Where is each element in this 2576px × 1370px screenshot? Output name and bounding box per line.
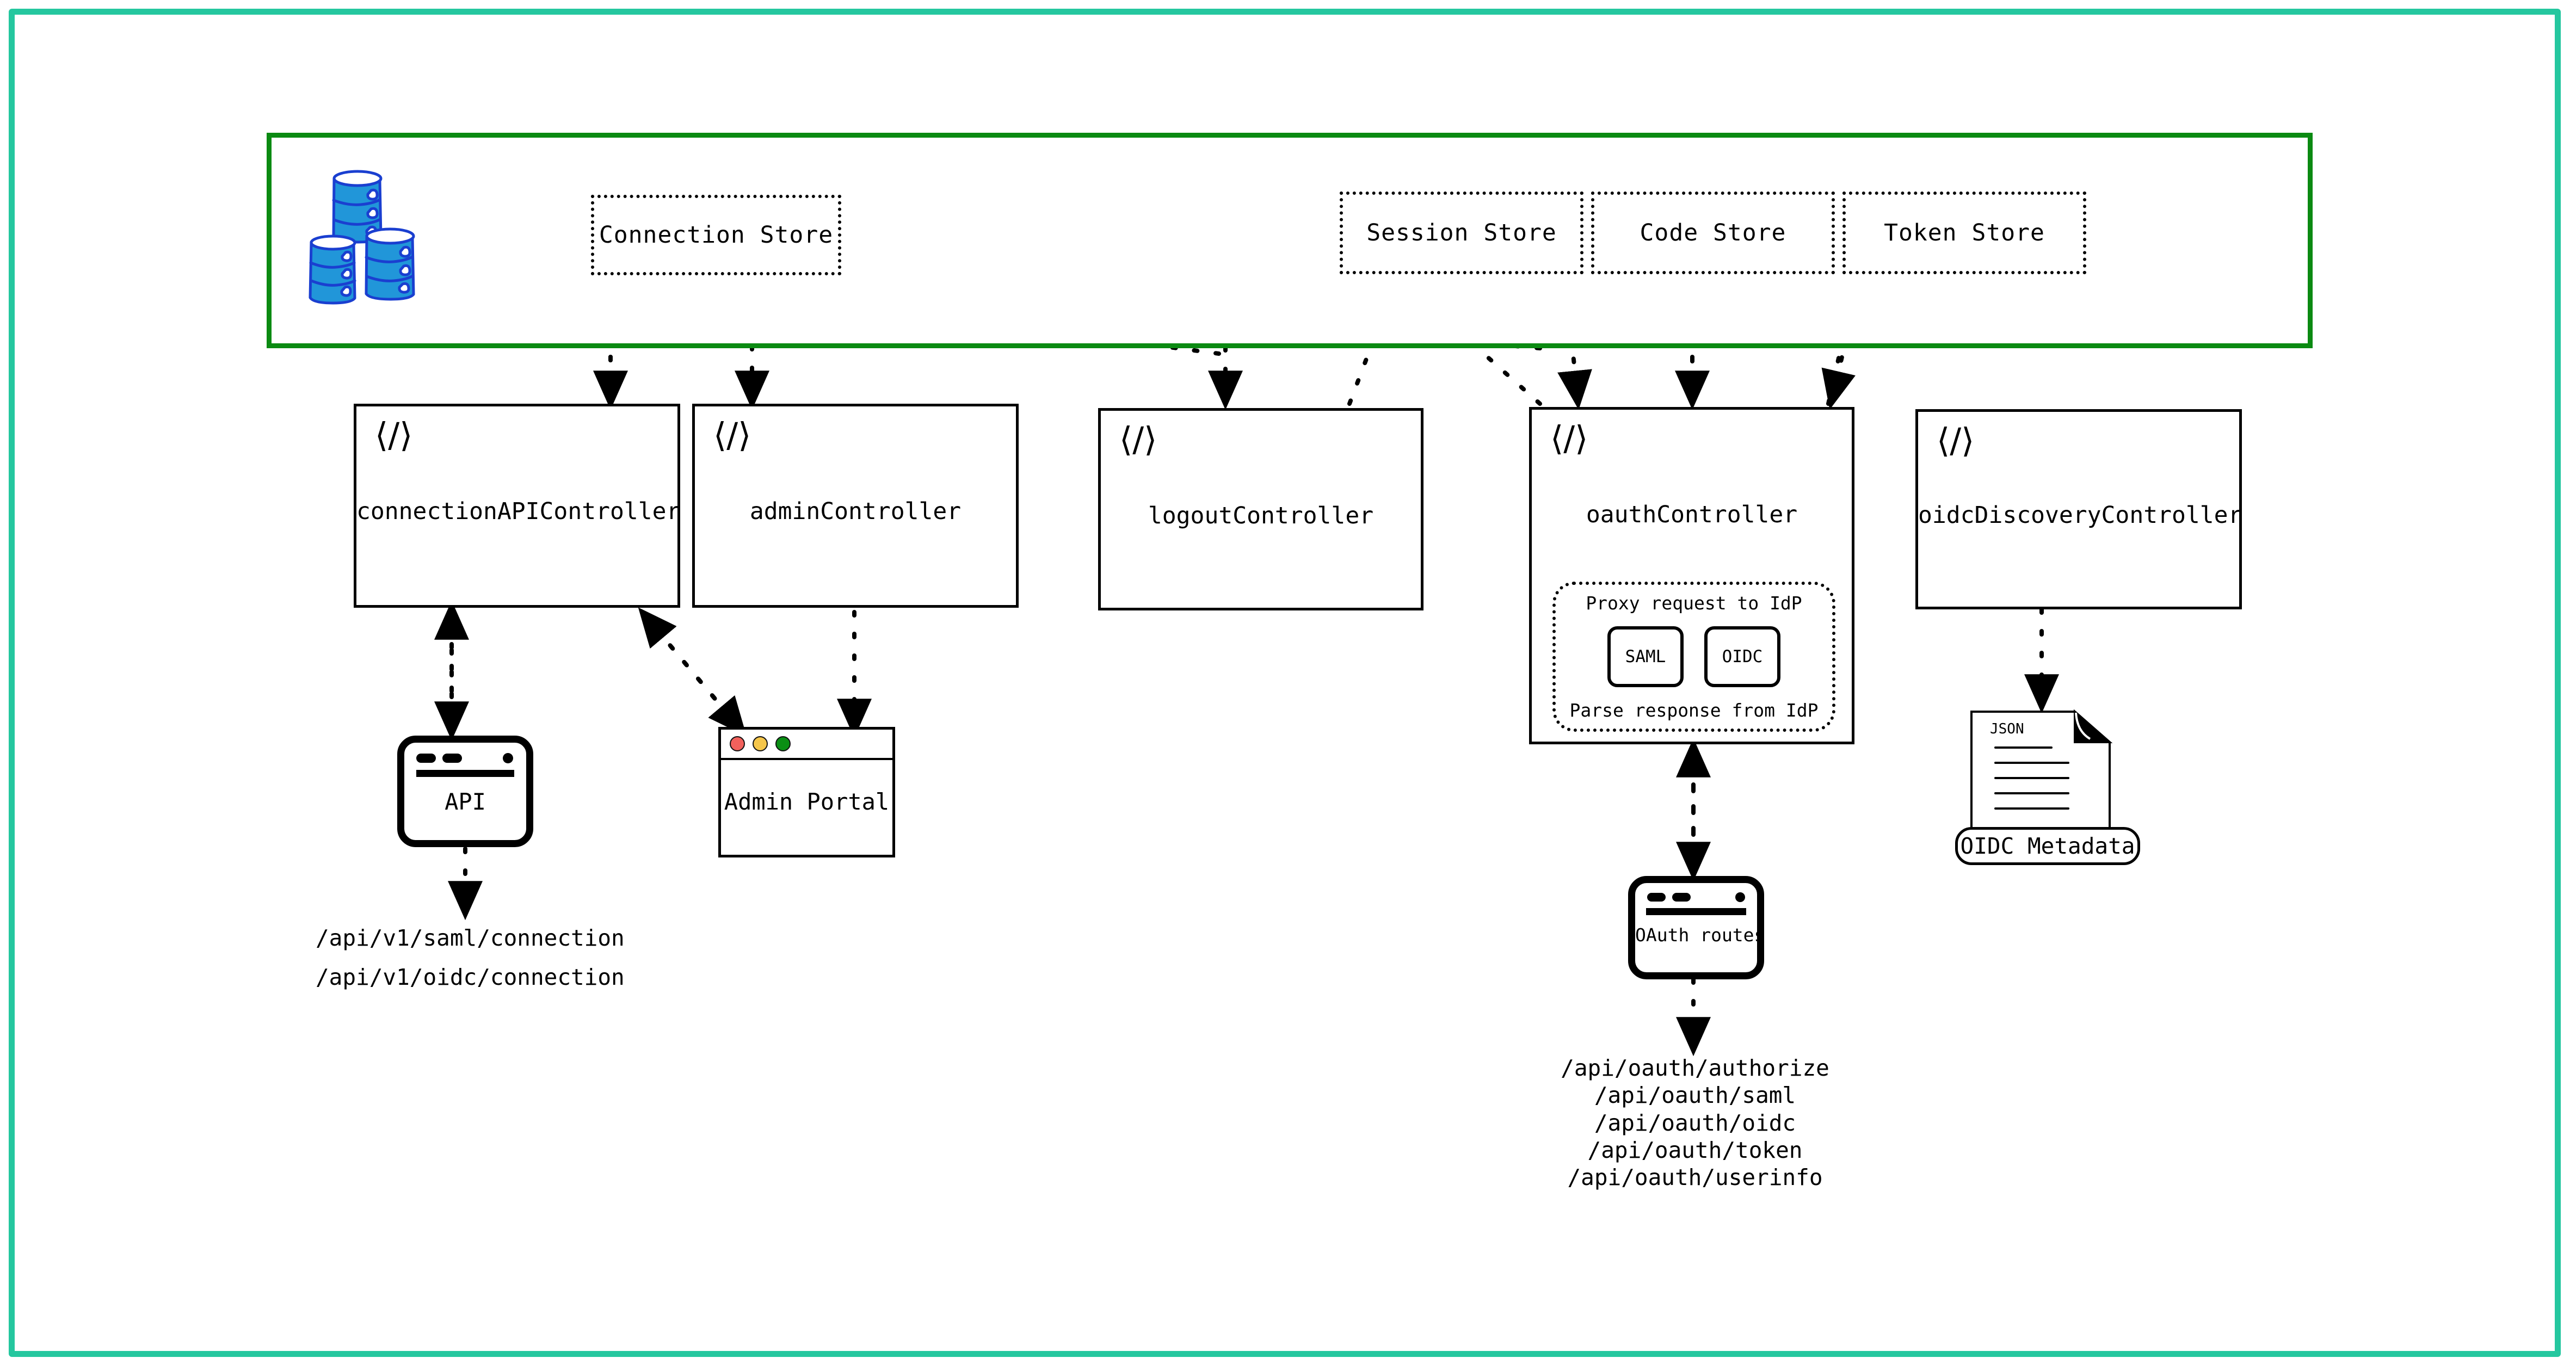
protocol-saml[interactable]: SAML — [1607, 626, 1684, 687]
store-label: Token Store — [1884, 219, 2045, 246]
connection-api-route-list: /api/v1/saml/connection /api/v1/oidc/con… — [316, 918, 664, 997]
parse-response-caption: Parse response from IdP — [1569, 700, 1819, 721]
window-dot-left — [1647, 893, 1666, 902]
oauth-routes-window-icon[interactable]: OAuth routes — [1628, 876, 1765, 979]
controller-admin-controller[interactable]: ⟨/⟩ adminController — [692, 404, 1019, 608]
store-label: Session Store — [1366, 219, 1557, 246]
protocol-label: SAML — [1625, 647, 1666, 667]
code-icon: ⟨/⟩ — [1550, 418, 1588, 458]
controller-oidc-discovery-controller[interactable]: ⟨/⟩ oidcDiscoveryController — [1915, 409, 2242, 609]
controller-label: connectionAPIController — [356, 498, 681, 525]
proxy-idp-group: Proxy request to IdP SAML OIDC Parse res… — [1552, 582, 1835, 732]
oidc-metadata-label-pill[interactable]: OIDC Metadata — [1955, 827, 2140, 865]
window-dot-right — [503, 753, 513, 763]
window-dot-left — [416, 754, 436, 763]
window-divider-bar — [1646, 908, 1746, 915]
code-icon: ⟨/⟩ — [713, 415, 751, 455]
browser-title-bar — [721, 730, 892, 760]
controller-label: oidcDiscoveryController — [1918, 502, 2242, 529]
store-session-store[interactable]: Session Store — [1340, 192, 1583, 274]
oauth-route-list: /api/oauth/authorize /api/oauth/saml /ap… — [1524, 1054, 1866, 1191]
controller-label: adminController — [749, 498, 962, 525]
controller-label: oauthController — [1586, 501, 1798, 528]
window-dot-left-2 — [442, 754, 462, 763]
window-dot-right — [1735, 892, 1745, 902]
code-icon: ⟨/⟩ — [1937, 421, 1975, 460]
oauth-routes-label: OAuth routes — [1635, 924, 1765, 946]
route-item: /api/v1/saml/connection — [316, 925, 625, 951]
route-item: /api/oauth/userinfo — [1567, 1164, 1823, 1191]
protocol-row: SAML OIDC — [1607, 626, 1780, 687]
json-badge-text: JSON — [1990, 721, 2024, 737]
traffic-light-maximize-icon — [775, 736, 791, 751]
store-code-store[interactable]: Code Store — [1591, 192, 1835, 274]
traffic-light-close-icon — [730, 736, 745, 751]
window-divider-bar — [416, 770, 514, 777]
controller-connection-api-controller[interactable]: ⟨/⟩ connectionAPIController — [354, 404, 680, 608]
store-label: Code Store — [1640, 219, 1786, 246]
json-document-icon[interactable]: JSON — [1967, 708, 2114, 861]
database-stack-icon — [309, 170, 415, 305]
code-icon: ⟨/⟩ — [1119, 419, 1157, 459]
window-dot-left-2 — [1672, 893, 1691, 902]
controller-logout-controller[interactable]: ⟨/⟩ logoutController — [1098, 408, 1423, 610]
protocol-oidc[interactable]: OIDC — [1704, 626, 1780, 687]
code-icon: ⟨/⟩ — [375, 415, 413, 455]
route-item: /api/oauth/oidc — [1594, 1109, 1796, 1136]
route-item: /api/v1/oidc/connection — [316, 964, 625, 991]
proxy-request-caption: Proxy request to IdP — [1586, 593, 1802, 614]
route-item: /api/oauth/saml — [1594, 1082, 1796, 1109]
controller-label: logoutController — [1148, 502, 1374, 529]
api-label: API — [445, 788, 486, 815]
store-label: Connection Store — [599, 221, 834, 249]
controller-oauth-controller[interactable]: ⟨/⟩ oauthController Proxy request to IdP… — [1529, 407, 1854, 744]
admin-portal-browser[interactable]: Admin Portal — [718, 727, 895, 857]
store-connection-store[interactable]: Connection Store — [591, 195, 841, 275]
route-item: /api/oauth/token — [1587, 1137, 1803, 1163]
traffic-light-minimize-icon — [753, 736, 768, 751]
oidc-metadata-label: OIDC Metadata — [1960, 833, 2135, 859]
admin-portal-label: Admin Portal — [724, 788, 890, 815]
protocol-label: OIDC — [1722, 647, 1763, 667]
route-item: /api/oauth/authorize — [1561, 1055, 1829, 1081]
store-token-store[interactable]: Token Store — [1842, 192, 2086, 274]
api-window-icon[interactable]: API — [397, 736, 533, 847]
